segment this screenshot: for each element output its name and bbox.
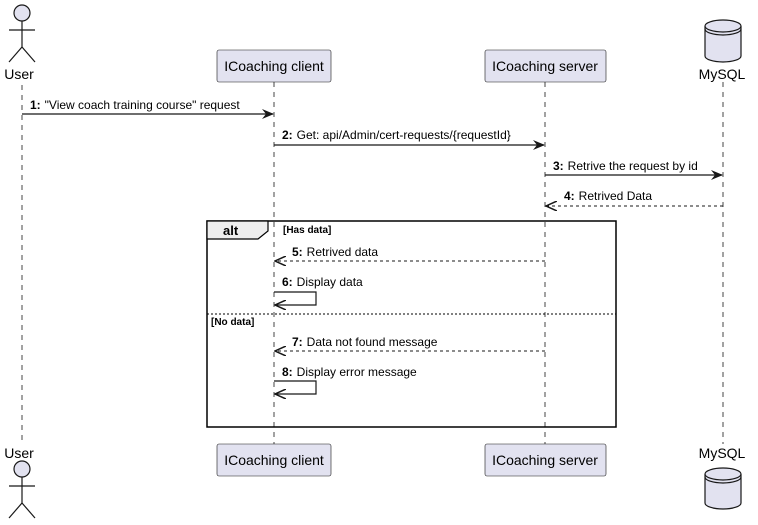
- message-6: 6: Display data: [274, 275, 363, 305]
- message-5-number: 5:: [292, 245, 303, 259]
- participants-top: User ICoaching client ICoaching server M…: [4, 4, 746, 83]
- participant-server-bottom: ICoaching server: [484, 443, 607, 477]
- actor-stick-figure-icon: [8, 4, 36, 63]
- alt-fragment: alt [Has data] [No data]: [206, 220, 617, 428]
- actor-user-label: User: [4, 66, 34, 82]
- message-8-label: 8: Display error message: [282, 365, 417, 379]
- message-2-text: Get: api/Admin/cert-requests/{requestId}: [297, 128, 511, 142]
- message-4-label: 4: Retrived Data: [564, 189, 652, 203]
- message-4-number: 4:: [564, 189, 575, 203]
- actor-user-label-bottom: User: [4, 445, 34, 461]
- participant-client-top: ICoaching client: [216, 49, 332, 83]
- alt-condition-has-data: [Has data]: [283, 225, 331, 236]
- database-cylinder-icon: [704, 19, 742, 63]
- message-4-text: Retrived Data: [579, 189, 653, 203]
- participant-client-label: ICoaching client: [224, 58, 324, 74]
- database-mysql-label: MySQL: [699, 66, 746, 82]
- message-6-text: Display data: [297, 275, 363, 289]
- actor-stick-figure-icon: [8, 460, 36, 519]
- participants-bottom: User ICoaching client ICoaching server M…: [4, 443, 746, 519]
- alt-fragment-frame: [206, 220, 617, 428]
- message-5: 5: Retrived data: [275, 245, 545, 261]
- message-1-label: 1: "View coach training course" request: [30, 98, 240, 112]
- alt-fragment-keyword: alt: [223, 223, 239, 238]
- message-7: 7: Data not found message: [275, 335, 545, 351]
- participant-client-bottom: ICoaching client: [216, 443, 332, 477]
- message-3-label: 3: Retrive the request by id: [553, 159, 698, 173]
- participant-server-top: ICoaching server: [484, 49, 607, 83]
- message-6-number: 6:: [282, 275, 293, 289]
- message-3: 3: Retrive the request by id: [545, 159, 723, 180]
- message-6-label: 6: Display data: [282, 275, 363, 289]
- message-8-number: 8:: [282, 365, 293, 379]
- database-mysql-bottom: MySQL: [699, 445, 746, 510]
- alt-condition-no-data: [No data]: [211, 317, 254, 328]
- participant-client-label-bottom: ICoaching client: [224, 452, 324, 468]
- message-7-text: Data not found message: [307, 335, 438, 349]
- message-7-number: 7:: [292, 335, 303, 349]
- message-1-text: "View coach training course" request: [45, 98, 241, 112]
- message-1: 1: "View coach training course" request: [22, 98, 274, 119]
- actor-user-bottom: User: [4, 445, 36, 519]
- message-2-number: 2:: [282, 128, 293, 142]
- message-2: 2: Get: api/Admin/cert-requests/{requestI…: [274, 128, 545, 150]
- database-mysql-label-bottom: MySQL: [699, 445, 746, 461]
- database-mysql-top: MySQL: [699, 19, 746, 82]
- alt-fragment-tab: [206, 220, 269, 240]
- message-8: 8: Display error message: [274, 365, 417, 394]
- participant-server-label-bottom: ICoaching server: [492, 452, 598, 468]
- actor-user-top: User: [4, 4, 36, 82]
- database-cylinder-icon: [704, 467, 742, 510]
- message-3-text: Retrive the request by id: [568, 159, 698, 173]
- messages: 1: "View coach training course" request 2…: [22, 98, 723, 394]
- message-4: 4: Retrived Data: [546, 189, 723, 206]
- message-6-arrow: [274, 291, 317, 305]
- message-8-arrow: [274, 380, 317, 394]
- participant-server-label: ICoaching server: [492, 58, 598, 74]
- message-2-label: 2: Get: api/Admin/cert-requests/{requestI…: [282, 128, 511, 142]
- message-7-label: 7: Data not found message: [292, 335, 438, 349]
- message-5-text: Retrived data: [307, 245, 379, 259]
- message-3-number: 3:: [553, 159, 564, 173]
- message-8-text: Display error message: [297, 365, 417, 379]
- message-5-label: 5: Retrived data: [292, 245, 378, 259]
- message-1-number: 1:: [30, 98, 41, 112]
